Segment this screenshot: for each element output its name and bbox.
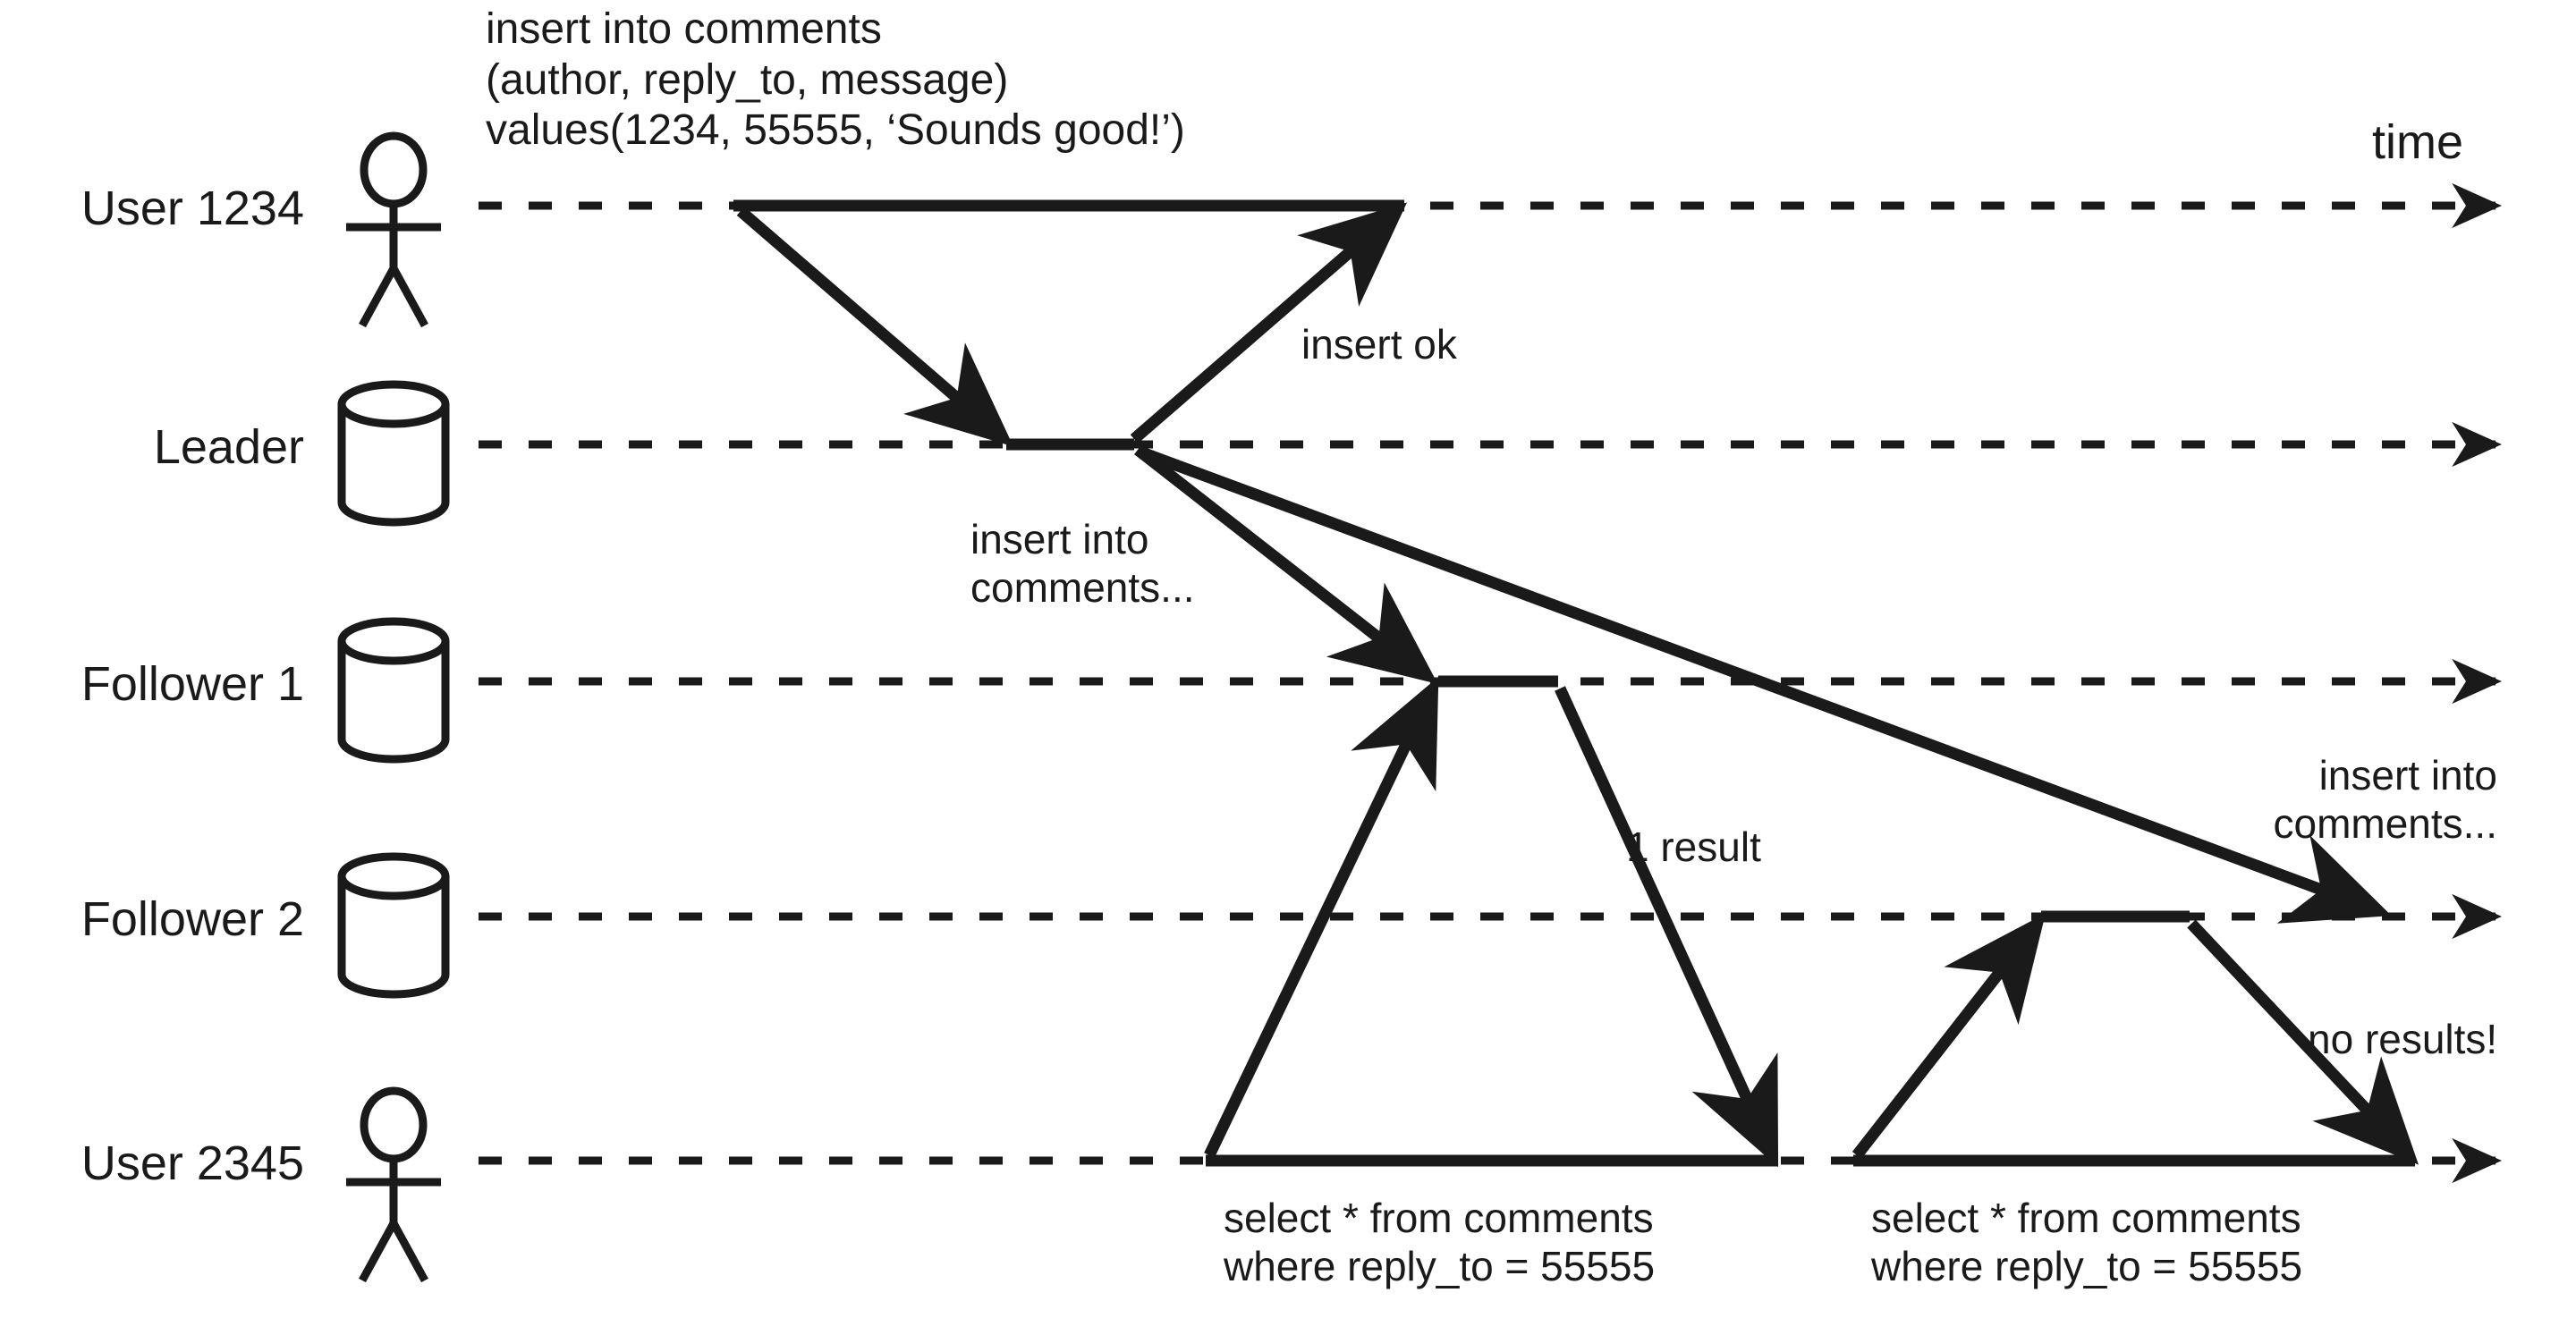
note-select-query-2: select * from comments where reply_to = …	[1871, 1195, 2303, 1290]
note-replicate-follower-2: insert into comments...	[2273, 752, 2497, 848]
message-replicate-to-follower-2	[1137, 445, 2392, 924]
actor-stick-figure-icon-user-1234	[346, 131, 441, 328]
note-insert-sql: insert into comments (author, reply_to, …	[486, 5, 1185, 155]
lane-label-user-2345: User 2345	[80, 1136, 304, 1190]
message-insert-request	[736, 207, 1014, 447]
time-axis-label: time	[2372, 115, 2464, 169]
lane-label-follower-2: Follower 2	[80, 892, 304, 946]
message-replicate-to-follower-1	[1133, 444, 1438, 685]
message-select-2-request	[1852, 913, 2046, 1159]
lane-label-follower-1: Follower 1	[80, 657, 304, 711]
database-cylinder-icon-follower-1	[337, 617, 450, 764]
note-replicate-follower-1: insert into comments...	[970, 516, 1195, 612]
activation-bars-group	[733, 199, 2415, 1167]
database-cylinder-icon-leader	[337, 380, 450, 527]
lane-label-user-1234: User 1234	[80, 182, 304, 235]
note-insert-ok: insert ok	[1301, 321, 1457, 368]
message-select-1-response	[1555, 686, 1779, 1168]
message-select-1-request	[1204, 676, 1439, 1158]
note-one-result: 1 result	[1626, 824, 1761, 870]
message-select-2-response	[2187, 919, 2419, 1165]
messages-group	[736, 202, 2419, 1168]
note-select-query-1: select * from comments where reply_to = …	[1224, 1195, 1656, 1290]
lane-label-leader: Leader	[153, 420, 304, 474]
actor-stick-figure-icon-user-2345	[346, 1086, 441, 1283]
message-insert-ok	[1130, 202, 1408, 444]
database-cylinder-icon-follower-2	[337, 852, 450, 999]
note-no-results: no results!	[2308, 1016, 2498, 1062]
